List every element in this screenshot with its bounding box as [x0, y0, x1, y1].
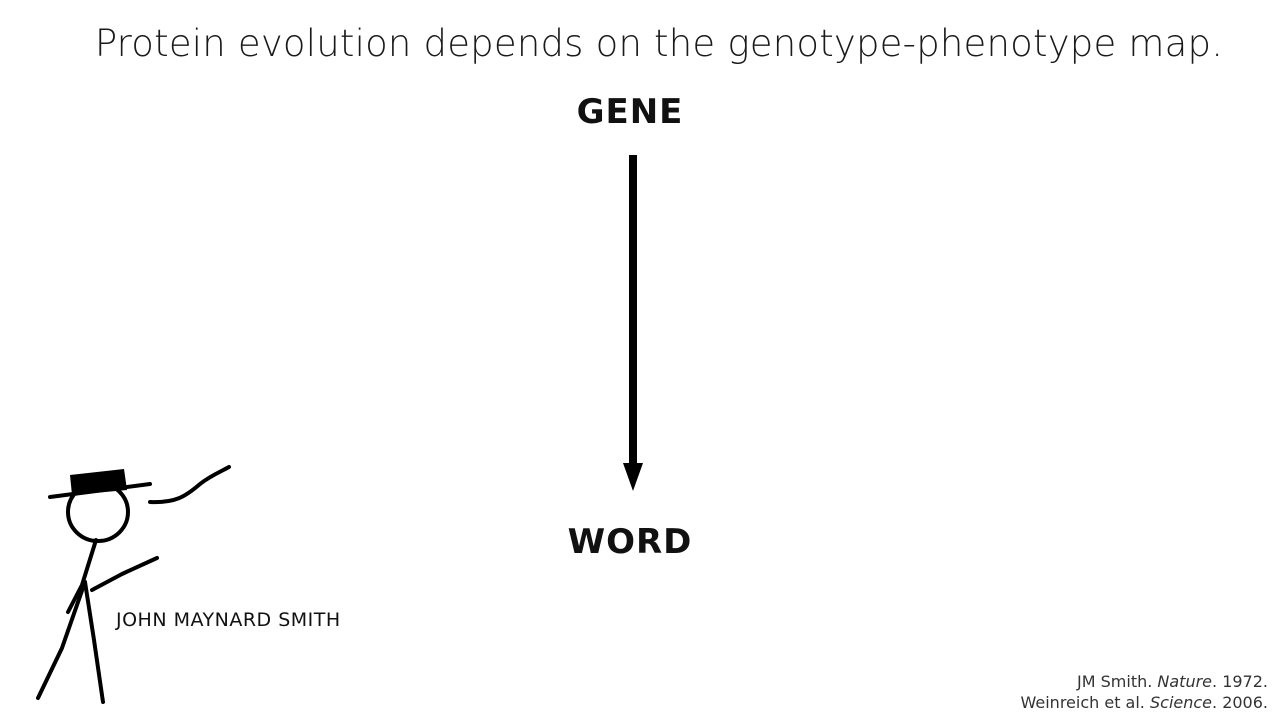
stick-figure-illustration	[36, 465, 231, 704]
left-leg	[36, 580, 87, 700]
hat-crown	[70, 469, 127, 495]
down-arrow-shaft	[629, 155, 637, 465]
pointing-line	[148, 465, 231, 505]
gene-label: GENE	[576, 92, 684, 132]
slide-title: Protein evolution depends on the genotyp…	[94, 22, 1224, 65]
word-label: WORD	[567, 522, 693, 562]
right-arm	[90, 556, 159, 592]
right-leg	[83, 580, 105, 704]
body	[66, 538, 98, 614]
down-arrow-head	[623, 463, 643, 491]
citation-2: Weinreich et al. Science. 2006.	[1020, 693, 1269, 712]
citations: JM Smith. Nature. 1972. Weinreich et al.…	[1021, 671, 1269, 713]
citation-1: JM Smith. Nature. 1972.	[1077, 672, 1268, 691]
figure-name-label: JOHN MAYNARD SMITH	[116, 609, 341, 631]
